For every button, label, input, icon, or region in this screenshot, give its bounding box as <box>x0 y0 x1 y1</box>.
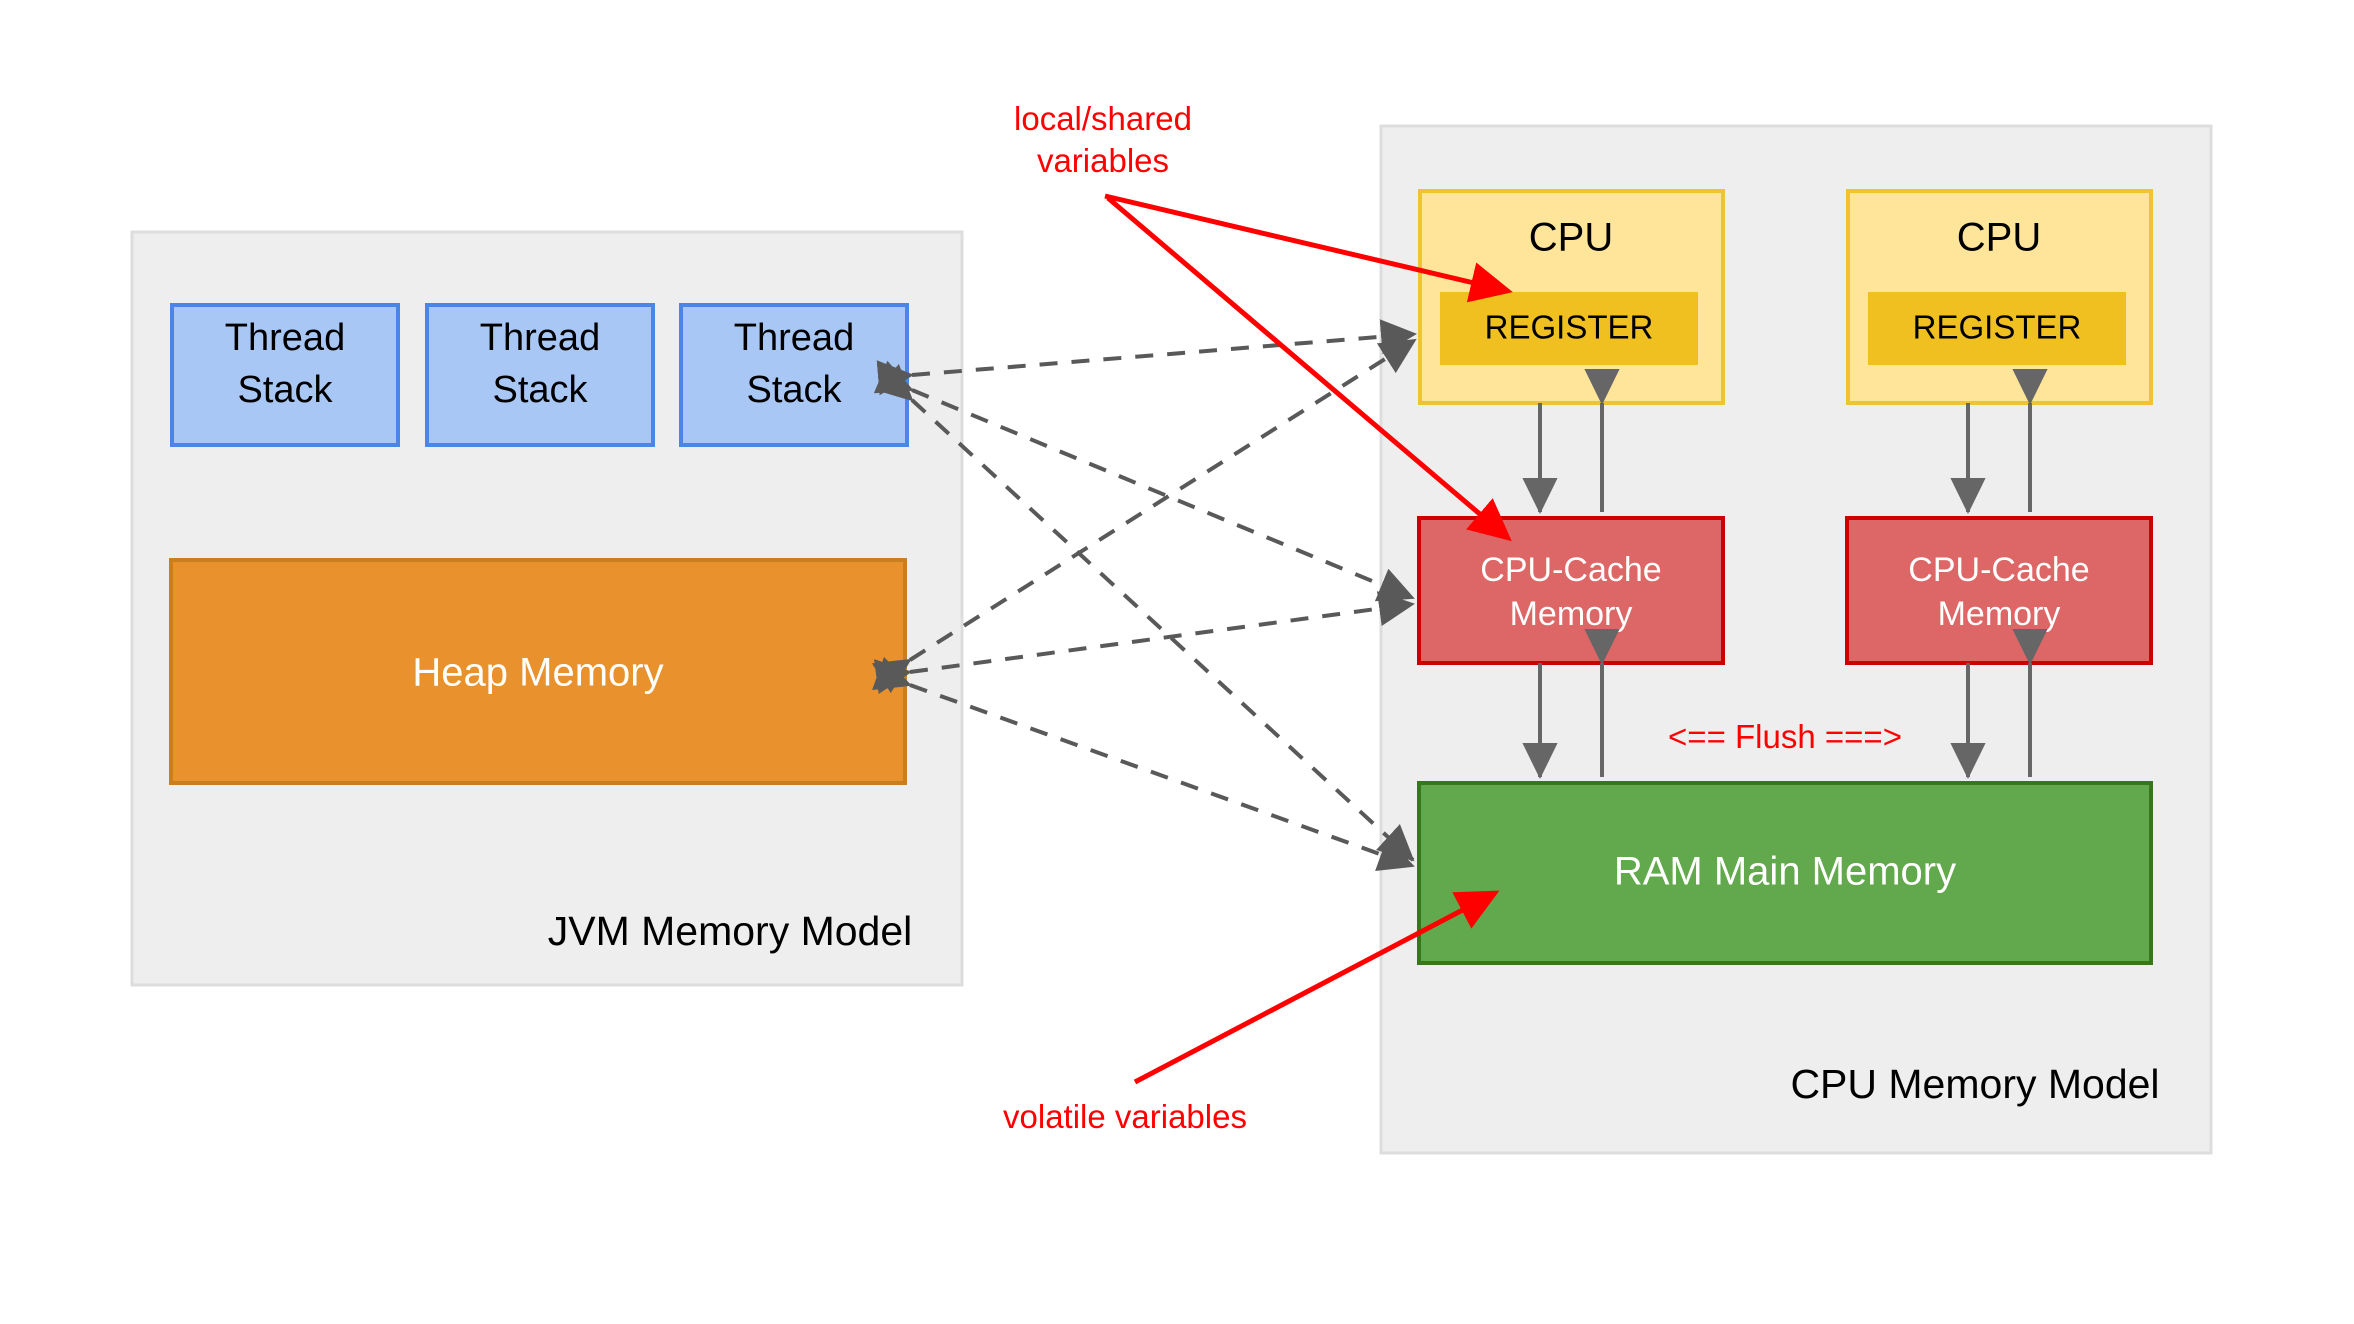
thread-stack-to-cpu-cache-connector <box>873 360 1415 602</box>
cpu-cache-label-1-line2: Memory <box>1510 595 1633 633</box>
cpu-cache-box-2[interactable]: CPU-Cache Memory <box>1845 516 2153 665</box>
cpu-label-2: CPU <box>1957 216 2041 260</box>
local-shared-variables-annotation: local/shared variables <box>1014 100 1513 542</box>
thread-stack-box-1[interactable]: Thread Stack <box>170 303 400 447</box>
heap-to-cpu-cache-connector <box>873 591 1415 694</box>
cpu-cache-rect-1 <box>1417 516 1725 665</box>
thread-stack-box-2[interactable]: Thread Stack <box>425 303 655 447</box>
register-label-1: REGISTER <box>1485 309 1654 346</box>
local-shared-label-line2: variables <box>1037 142 1169 179</box>
flush-label: <== Flush ===> <box>1668 718 1902 755</box>
local-shared-arrow-to-register <box>1104 193 1513 303</box>
cpu-memory-model-panel: CPU REGISTER CPU REGISTER CPU-Cache Memo… <box>1379 124 2213 1155</box>
cpu-cache-box-1[interactable]: CPU-Cache Memory <box>1417 516 1725 665</box>
ram-main-memory-label: RAM Main Memory <box>1614 850 1956 894</box>
register-label-2: REGISTER <box>1913 309 2082 346</box>
register-rect-2[interactable] <box>1868 292 2126 365</box>
thread-stack-label-1-line1: Thread <box>225 317 345 359</box>
thread-stack-label-1-line2: Stack <box>237 369 333 411</box>
heap-memory-label: Heap Memory <box>412 651 663 695</box>
heap-memory-rect <box>169 558 907 785</box>
volatile-label: volatile variables <box>1003 1098 1247 1135</box>
heap-memory-box[interactable]: Heap Memory <box>169 558 907 785</box>
cpu-cache-label-1-line1: CPU-Cache <box>1480 551 1661 589</box>
thread-stack-to-ram-connector <box>875 364 1415 862</box>
volatile-arrow-to-ram <box>1133 890 1500 1085</box>
thread-stack-label-3-line1: Thread <box>734 317 854 359</box>
cpu-panel-label: CPU Memory Model <box>1790 1061 2159 1107</box>
thread-stack-rect-1 <box>170 303 400 447</box>
cpu-label-1: CPU <box>1529 216 1613 260</box>
thread-stack-label-3-line2: Stack <box>746 369 842 411</box>
thread-stack-label-2-line2: Stack <box>492 369 588 411</box>
local-shared-arrow-to-cache <box>1106 196 1512 542</box>
thread-stack-box-3[interactable]: Thread Stack <box>679 303 909 447</box>
jvm-to-cpu-connectors <box>871 319 1417 872</box>
volatile-variables-annotation: volatile variables <box>1003 890 1500 1135</box>
cpu-box-2[interactable]: CPU REGISTER <box>1846 189 2153 405</box>
cpu-cache-rect-2 <box>1845 516 2153 665</box>
ram-main-memory-box[interactable]: RAM Main Memory <box>1417 781 2153 965</box>
cpu-box-1[interactable]: CPU REGISTER <box>1418 189 1725 405</box>
register-rect-1[interactable] <box>1440 292 1698 365</box>
cpu-cache-label-2-line2: Memory <box>1938 595 2061 633</box>
thread-stack-to-register-connector <box>876 319 1417 396</box>
cpu-cache-label-2-line1: CPU-Cache <box>1908 551 2089 589</box>
thread-stack-rect-2 <box>425 303 655 447</box>
thread-stack-label-2-line1: Thread <box>480 317 600 359</box>
jvm-memory-model-panel: Thread Stack Thread Stack Thread Stack H… <box>130 230 964 987</box>
jvm-panel-label: JVM Memory Model <box>548 908 913 954</box>
ram-main-memory-rect <box>1417 781 2153 965</box>
heap-to-ram-connector <box>872 656 1415 872</box>
local-shared-label-line1: local/shared <box>1014 100 1192 137</box>
